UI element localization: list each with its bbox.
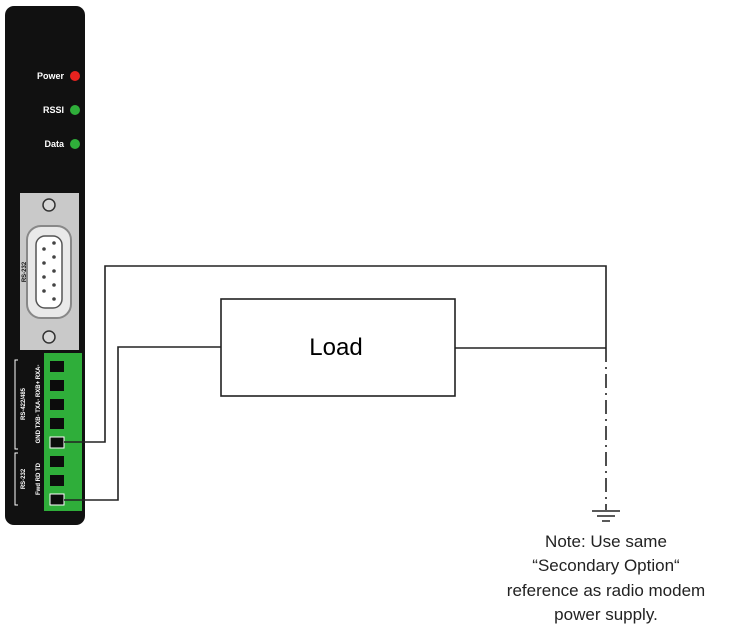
terminal-label-rs422: RS-422/485 [21,387,27,420]
panel-screw-top-icon [42,198,56,212]
led-label-power: Power [37,71,65,81]
panel-screw-bottom-icon [42,330,56,344]
rs232-bracket [14,452,18,506]
load-return-wire [64,346,221,501]
terminal-pins-rs232: Fwd RD TD [36,462,42,495]
terminal-block [44,353,82,511]
port-label: RS-232 [22,261,28,282]
note-line-4: power supply. [554,605,658,624]
led-rssi-icon [70,105,80,115]
db9-connector-face [35,235,63,309]
load-box [220,298,456,397]
rs422-bracket [14,359,18,450]
terminal-pins-rs422: GND TXB- TXA- RXB+ RXA- [36,365,42,444]
led-data-icon [70,139,80,149]
radio-modem: Power RSSI Data RS-232 [5,6,85,525]
note-line-3: reference as radio modem [507,581,705,600]
led-label-rssi: RSSI [43,105,64,115]
note-line-2: “Secondary Option“ [532,556,680,575]
terminal-slots [50,361,64,505]
ground-icon [592,510,620,522]
led-power-icon [70,71,80,81]
note: Note: Use same “Secondary Option“ refere… [507,532,705,624]
note-line-1: Note: Use same [545,532,667,551]
wires [64,265,607,510]
db9-pins [42,241,56,301]
load-label: Load [309,334,362,361]
terminal-label-rs232: RS-232 [21,468,27,489]
ground-wire [64,265,607,443]
led-label-data: Data [44,139,65,149]
load-component: Load [220,298,456,397]
